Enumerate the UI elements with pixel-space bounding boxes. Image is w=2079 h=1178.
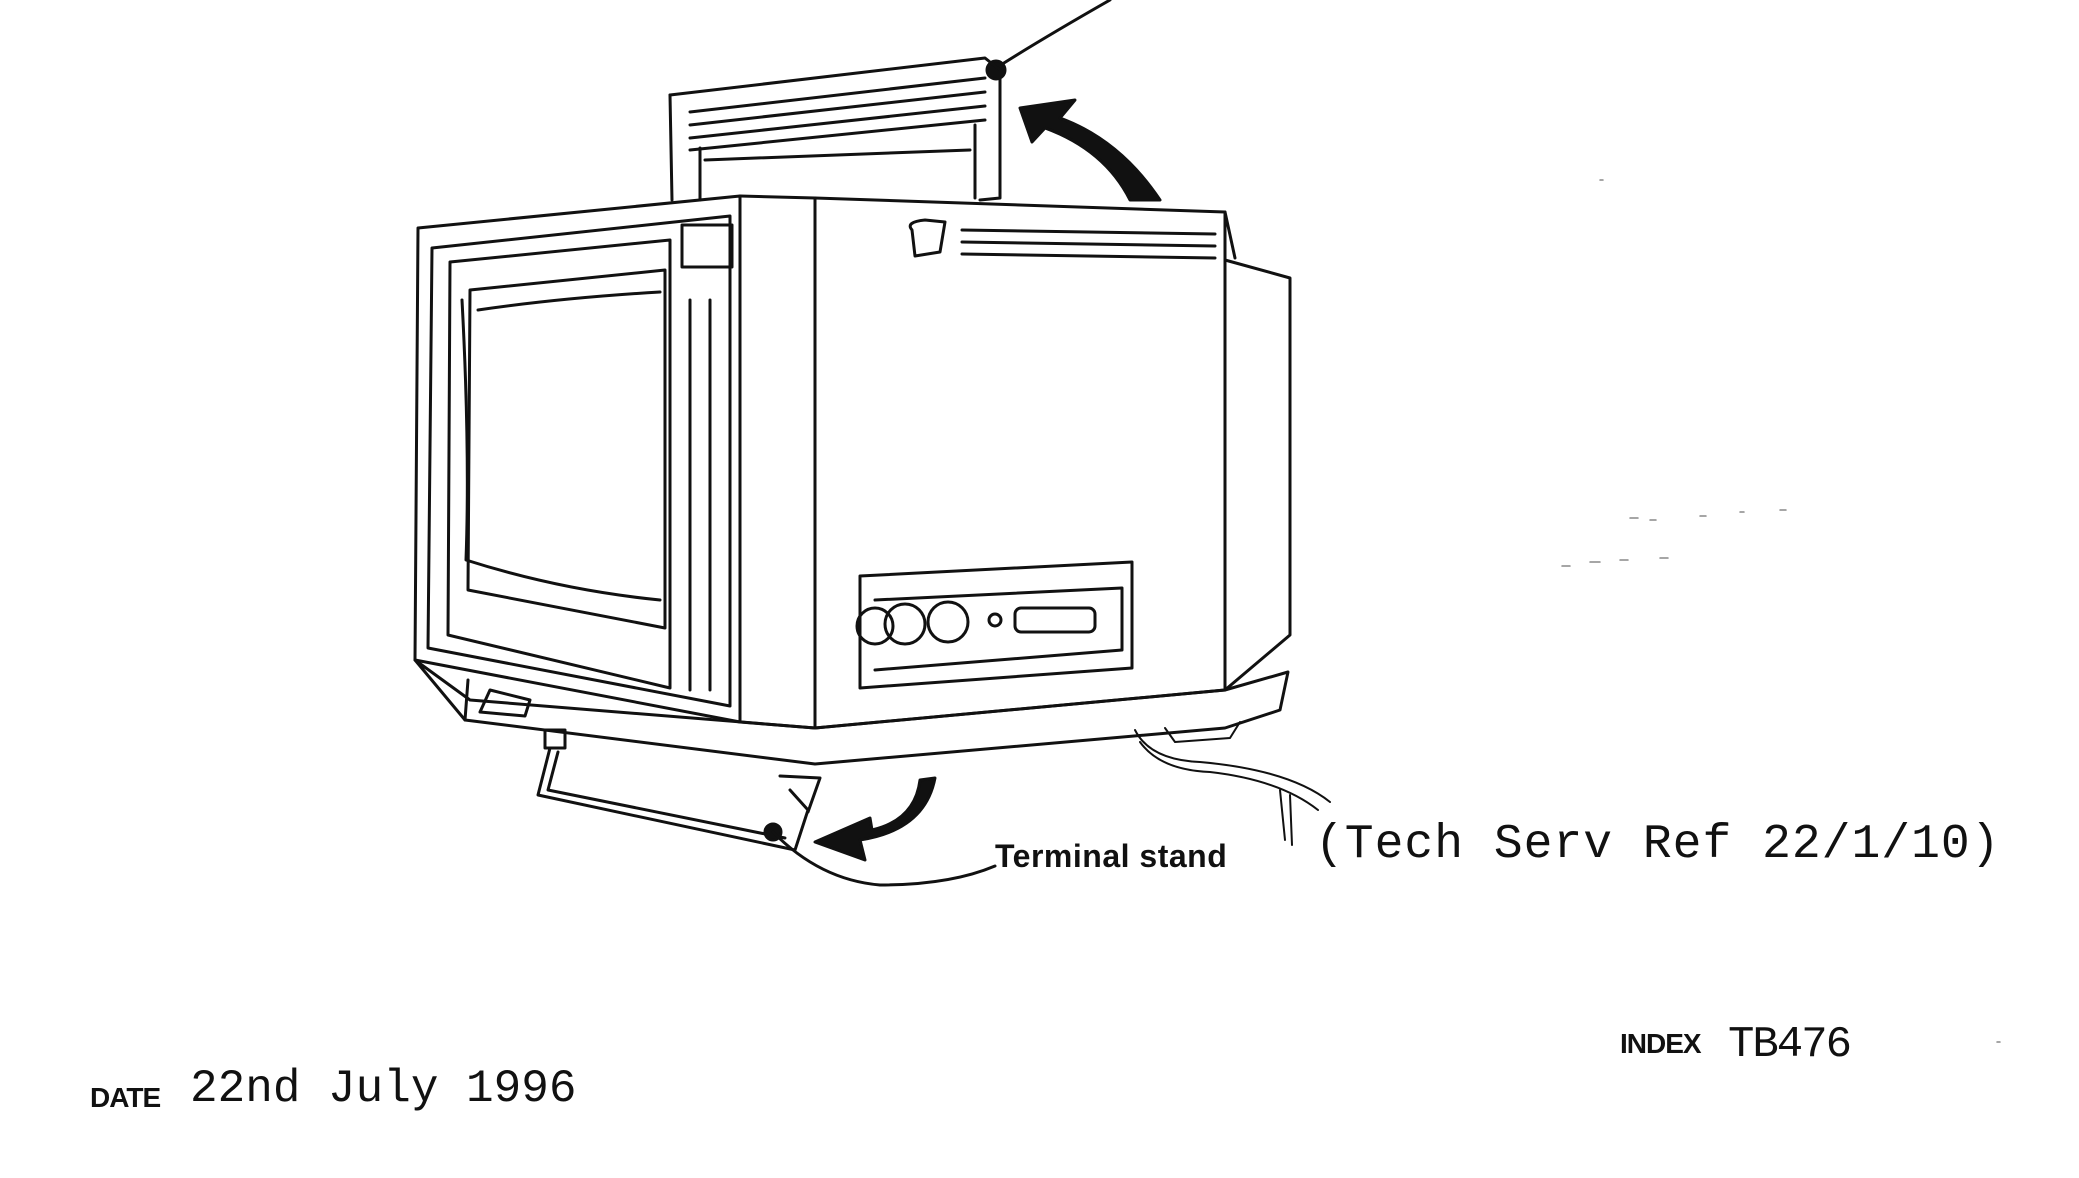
index-value: TB476	[1728, 1020, 1852, 1070]
stand-callout-line	[771, 830, 997, 887]
tech-serv-reference: (Tech Serv Ref 22/1/10)	[1315, 818, 2001, 872]
handle-callout-dot	[985, 59, 1007, 81]
monitor-base	[413, 658, 1290, 766]
cable	[1134, 721, 1331, 846]
scan-specks	[1561, 179, 2001, 1043]
monitor-side	[738, 194, 1292, 730]
date-value: 22nd July 1996	[190, 1063, 577, 1115]
raise-arrow	[1018, 98, 1162, 202]
index-label: INDEX	[1620, 1028, 1702, 1059]
monitor-front	[413, 194, 742, 724]
fold-arrow	[813, 776, 937, 862]
carry-handle	[668, 56, 1002, 202]
terminal-stand-label: Terminal stand	[995, 838, 1228, 874]
date-label: DATE	[90, 1082, 161, 1113]
handle-callout-line	[994, 0, 1112, 70]
